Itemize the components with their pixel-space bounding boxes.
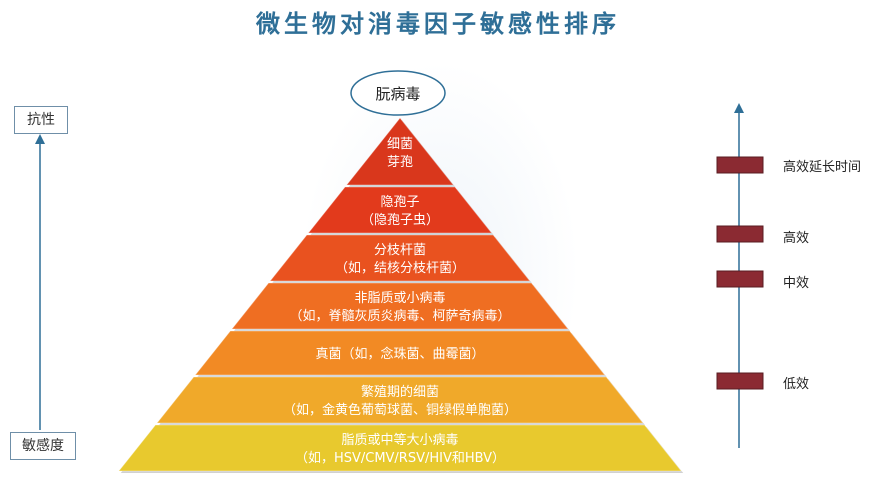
tier-4-examples: （如，脊髓灰质炎病毒、柯萨奇病毒） <box>289 308 510 324</box>
page-title: 微生物对消毒因子敏感性排序 <box>256 10 620 38</box>
tier-5-name: 真菌（如，念珠菌、曲霉菌） <box>315 346 484 362</box>
tier-3-name: 分枝杆菌 <box>374 243 426 258</box>
level-label-high-extended: 高效延长时间 <box>783 160 862 175</box>
efficacy-marker-4 <box>716 372 764 390</box>
tier-1-name: 细菌 <box>387 137 413 152</box>
tier-7-examples: （如，HSV/CMV/RSV/HIV和HBV） <box>295 450 505 466</box>
apex-ellipse <box>350 70 446 116</box>
efficacy-marker-1 <box>716 156 764 174</box>
sensitivity-label: 敏感度 <box>10 432 76 460</box>
efficacy-marker-3 <box>716 270 764 288</box>
left-axis-arrowhead <box>35 134 45 144</box>
tier-4-name: 非脂质或小病毒 <box>354 291 445 306</box>
tier-2-name: 隐孢子 <box>380 195 419 210</box>
level-label-low: 低效 <box>783 377 810 392</box>
level-label-medium: 中效 <box>783 276 810 291</box>
efficacy-marker-2 <box>716 225 764 243</box>
pyramid-tier-1 <box>345 117 455 186</box>
pyramid-tier-3 <box>269 234 531 282</box>
resistance-label: 抗性 <box>14 106 68 134</box>
tier-3-examples: （如，结核分枝杆菌） <box>335 260 465 276</box>
pyramid-tier-5 <box>194 330 606 376</box>
tier-2-examples: （隐孢子虫） <box>361 213 439 228</box>
pyramid-tier-4 <box>230 282 570 330</box>
pyramid-tier-2 <box>307 186 493 234</box>
tier-6-examples: （如，金黄色葡萄球菌、铜绿假单胞菌） <box>283 402 517 418</box>
tier-7-name: 脂质或中等大小病毒 <box>341 432 458 448</box>
pyramid-tier-6 <box>155 376 645 424</box>
right-axis-arrowhead <box>734 103 744 113</box>
pyramid-tier-7 <box>117 424 683 472</box>
apex-label: 朊病毒 <box>375 85 420 103</box>
tier-1-examples: 芽孢 <box>387 155 413 170</box>
tier-6-name: 繁殖期的细菌 <box>361 384 439 400</box>
level-label-high: 高效 <box>783 231 810 246</box>
